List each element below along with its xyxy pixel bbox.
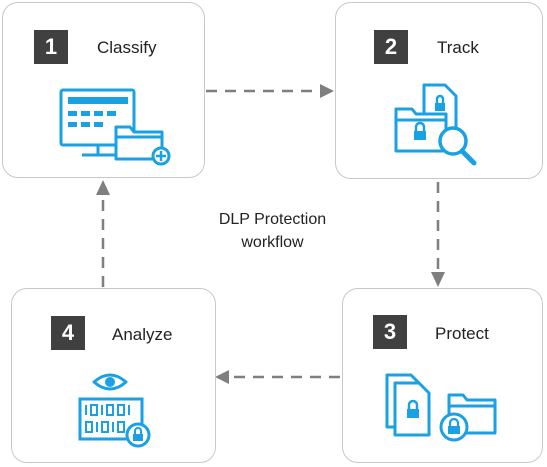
eye-icon: [92, 373, 128, 391]
locked-documents-folder-icon: [385, 373, 497, 442]
workflow-title-line-2: workflow: [241, 234, 304, 251]
step-number-badge: 3: [373, 315, 407, 349]
arrowhead-left: [215, 370, 229, 384]
step-number-badge: 2: [374, 30, 408, 64]
workflow-title-line-1: DLP Protection: [218, 211, 327, 228]
step-label-track: Track: [437, 38, 479, 57]
step-card-track: 2 Track: [335, 2, 543, 179]
step-card-classify: 1 Classify: [2, 2, 205, 178]
step-card-protect: 3 Protect: [342, 288, 543, 463]
arrowhead-up: [96, 180, 110, 195]
step-label-classify: Classify: [97, 38, 157, 57]
step-number-badge: 4: [51, 316, 85, 350]
step-label-analyze: Analyze: [112, 325, 173, 344]
eye-binary-data-lock-icon: [78, 373, 151, 448]
step-card-analyze: 4 Analyze: [11, 288, 216, 463]
monitor-folder-icon: [59, 88, 171, 166]
arrowhead-down: [431, 272, 445, 287]
locked-files-search-icon: [394, 83, 477, 166]
arrowhead-right: [320, 84, 334, 98]
workflow-title: DLP Protection workflow: [200, 208, 345, 254]
step-number-badge: 1: [34, 30, 68, 64]
step-label-protect: Protect: [435, 324, 489, 343]
